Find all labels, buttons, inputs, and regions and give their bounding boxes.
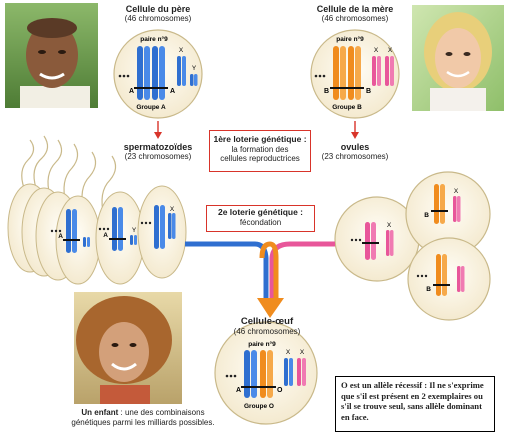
ova-x1-label: X <box>387 222 392 229</box>
father-x-label: X <box>179 47 184 54</box>
father-chromosomes: paire n°9 A A Groupe A X Y <box>118 35 198 111</box>
zygote-group: Groupe O <box>244 403 274 410</box>
zygote-count: (46 chromosomes) <box>233 327 301 336</box>
mother-allele-right: B <box>366 88 371 95</box>
father-group: Groupe A <box>136 104 166 111</box>
mother-count: (46 chromosomes) <box>321 14 389 23</box>
sperm-allele-2: A <box>103 232 108 239</box>
mother-x1-label: X <box>374 47 379 54</box>
ellipsis-dots <box>314 74 326 78</box>
mother-chromosomes: paire n°9 B B Groupe B X X <box>314 35 394 111</box>
mother-title: Cellule de la mère <box>316 4 394 14</box>
mother-chr9-pair <box>330 46 364 100</box>
child-caption: Un enfant : une des combinaisons génétiq… <box>68 408 218 427</box>
note-text: O est un allèle récessif : Il ne s'expri… <box>341 380 484 422</box>
ova-allele-1: B <box>424 212 429 219</box>
child-caption-text: : une des combinaisons génétiques parmi … <box>71 408 215 427</box>
zygote-x1-label: X <box>286 349 291 356</box>
ellipsis-dots <box>225 374 237 378</box>
father-pair-label: paire n°9 <box>140 35 168 43</box>
sperm-caption: spermatozoïdes (23 chromosomes) <box>105 142 211 161</box>
sperm-count: (23 chromosomes) <box>124 152 192 161</box>
mother-photo <box>412 5 504 111</box>
zygote-pair-label: paire n°9 <box>248 340 276 348</box>
ova-title: ovules <box>340 142 370 152</box>
mother-pair-label: paire n°9 <box>336 35 364 43</box>
recessive-allele-note: O est un allèle récessif : Il ne s'expri… <box>335 376 495 432</box>
sperm-title: spermatozoïdes <box>123 142 193 152</box>
father-count: (46 chromosomes) <box>124 14 192 23</box>
mother-allele-left: B <box>324 88 329 95</box>
sperm-y-label: Y <box>132 227 137 234</box>
fertilization-arrowhead <box>257 298 284 318</box>
lottery-1-title: 1ère loterie génétique : <box>213 134 307 144</box>
father-allele-left: A <box>129 88 134 95</box>
ellipsis-dots <box>350 238 362 242</box>
father-sex-chromosomes <box>177 56 198 86</box>
ellipsis-dots <box>416 274 428 278</box>
sperm-chromosomes: A A Y X <box>50 205 176 253</box>
ova-x2-label: X <box>454 188 459 195</box>
ellipsis-dots <box>118 74 130 78</box>
ova-chromosomes: X B X B <box>350 184 465 296</box>
mother-cell-caption: Cellule de la mère (46 chromosomes) <box>305 4 405 23</box>
sperm-x-label: X <box>170 206 175 213</box>
lottery-2-box: 2e loterie génétique : fécondation <box>206 205 315 232</box>
child-photo <box>74 292 182 404</box>
father-allele-right: A <box>170 88 175 95</box>
lottery-1-text: la formation des cellules reproductrices <box>220 144 300 164</box>
father-cell-caption: Cellule du père (46 chromosomes) <box>108 4 208 23</box>
child-caption-bold: Un enfant <box>81 408 119 417</box>
red-arrows <box>154 121 359 139</box>
zygote-chromosomes: paire n°9 A O Groupe O X X <box>225 340 306 410</box>
father-title: Cellule du père <box>125 4 191 14</box>
zygote-x2-label: X <box>300 349 305 356</box>
ova-count: (23 chromosomes) <box>321 152 389 161</box>
ova-allele-2: B <box>426 286 431 293</box>
zygote-title: Cellule-œuf <box>240 316 294 327</box>
father-chr9-pair <box>134 46 168 100</box>
fertilization-lines <box>185 241 335 306</box>
zygote-allele-left: A <box>236 387 241 394</box>
lottery-1-box: 1ère loterie génétique : la formation de… <box>209 130 311 172</box>
mother-group: Groupe B <box>332 104 362 111</box>
ellipsis-dots <box>50 221 152 233</box>
lottery-2-title: 2e loterie génétique : <box>217 207 304 217</box>
mother-x2-label: X <box>388 47 393 54</box>
father-y-label: Y <box>192 65 197 72</box>
mother-sex-chromosomes <box>372 56 394 86</box>
ova-caption: ovules (23 chromosomes) <box>305 142 405 161</box>
father-photo <box>5 3 98 108</box>
zygote-allele-right: O <box>277 387 283 394</box>
lottery-2-text: fécondation <box>239 217 282 227</box>
zygote-caption: Cellule-œuf (46 chromosomes) <box>222 316 312 337</box>
sperm-allele-1: A <box>58 233 63 240</box>
